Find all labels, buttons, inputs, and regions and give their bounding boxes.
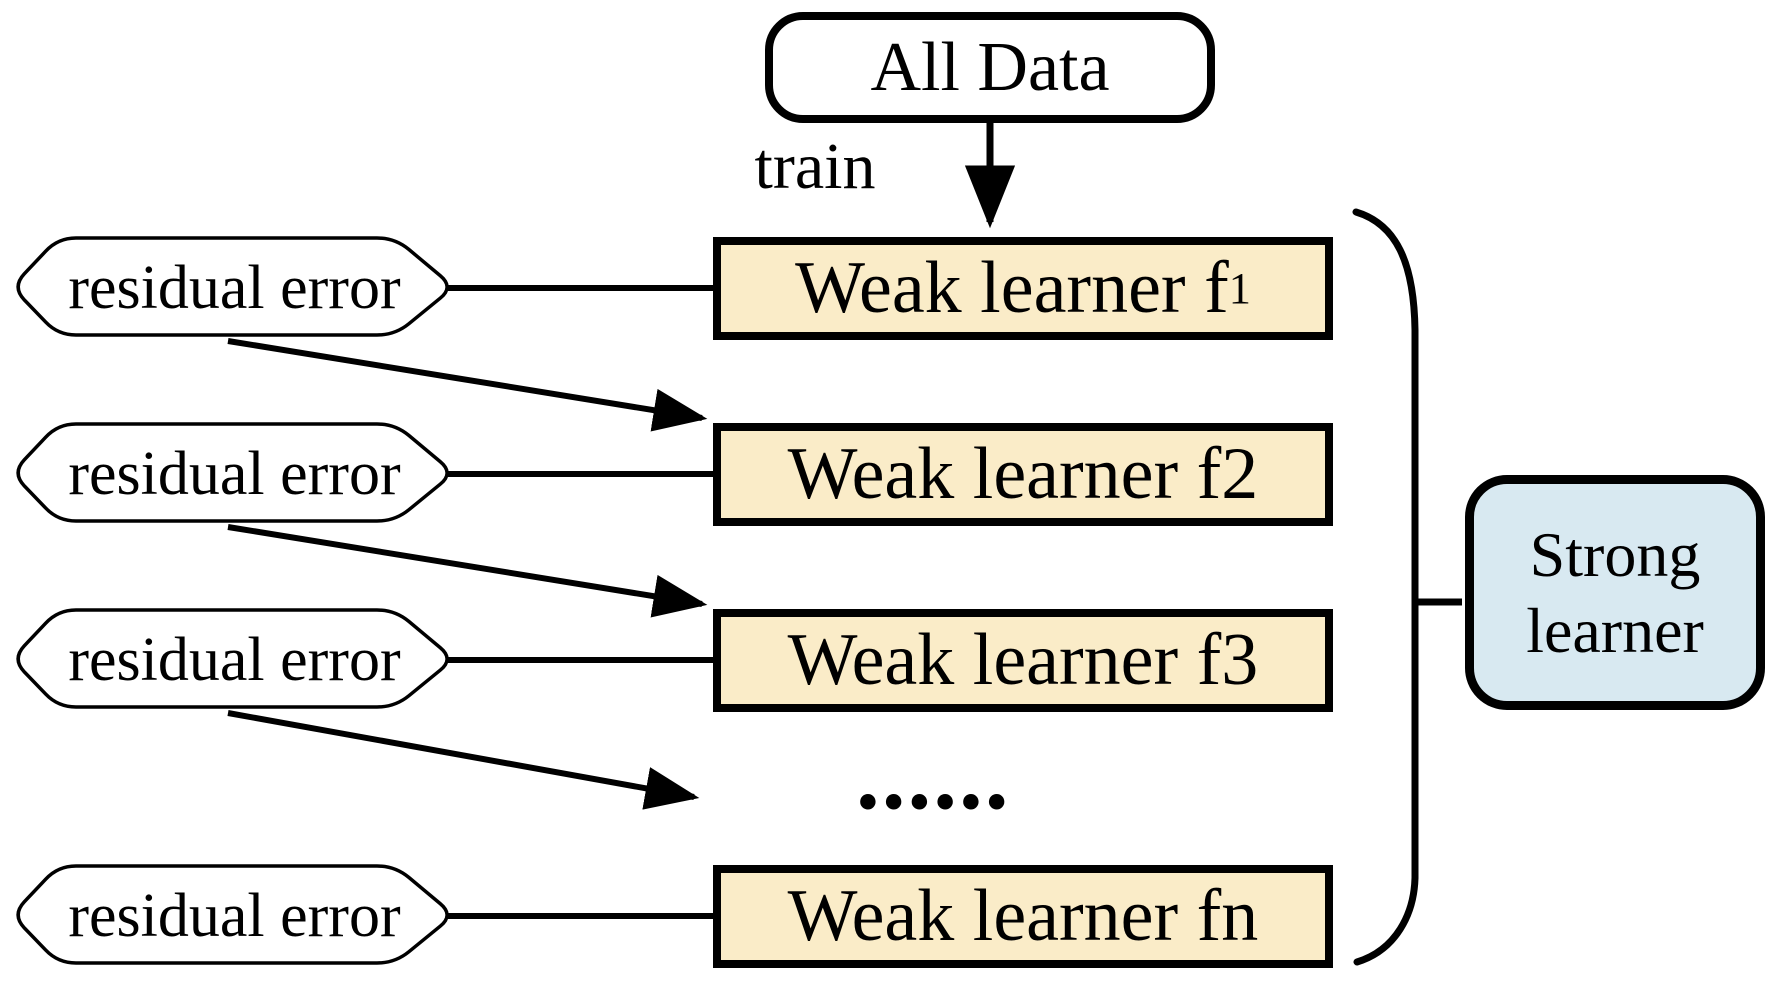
residual-error-shape bbox=[16, 864, 449, 965]
ellipsis-dots: ...... bbox=[856, 723, 1011, 829]
residual-arrow-3-icon bbox=[227, 710, 700, 810]
strong-learner-label-line1: Strong bbox=[1529, 518, 1701, 590]
strong-learner-label-line2: learner bbox=[1526, 594, 1704, 666]
residual-error-1-label: residual error bbox=[68, 254, 401, 322]
weak-learner-3-node: Weak learner f3 bbox=[713, 609, 1333, 712]
all-data-node: All Data bbox=[765, 12, 1215, 123]
residual-error-shape bbox=[16, 422, 449, 523]
weak-learner-n-node: Weak learner fn bbox=[713, 865, 1333, 968]
weak-learner-n-label: Weak learner fn bbox=[787, 875, 1259, 957]
weak-learner-1-label: Weak learner f bbox=[795, 247, 1229, 329]
strong-learner-node: Strong learner bbox=[1465, 475, 1765, 710]
residual-error-1-node: residual error bbox=[10, 235, 459, 342]
residual-error-4-node: residual error bbox=[10, 863, 459, 970]
residual-error-3-label: residual error bbox=[68, 626, 401, 694]
weak-learner-3-label: Weak learner f3 bbox=[787, 619, 1259, 701]
all-data-label: All Data bbox=[870, 28, 1110, 106]
weak-learner-1-subscript: 1 bbox=[1228, 263, 1251, 314]
residual-error-3-node: residual error bbox=[10, 607, 459, 714]
residual-error-2-label: residual error bbox=[68, 440, 401, 508]
train-label: train bbox=[754, 130, 876, 203]
residual-error-2-node: residual error bbox=[10, 421, 459, 528]
weak-learner-2-node: Weak learner f2 bbox=[713, 423, 1333, 526]
residual-error-4-label: residual error bbox=[68, 882, 401, 950]
residual-arrow-2-icon bbox=[227, 524, 708, 618]
grouping-brace bbox=[1352, 208, 1419, 966]
residual-arrow-1-icon bbox=[227, 338, 708, 432]
weak-learner-2-label: Weak learner f2 bbox=[787, 433, 1259, 515]
residual-error-shape bbox=[16, 608, 449, 709]
residual-error-shape bbox=[16, 236, 449, 337]
